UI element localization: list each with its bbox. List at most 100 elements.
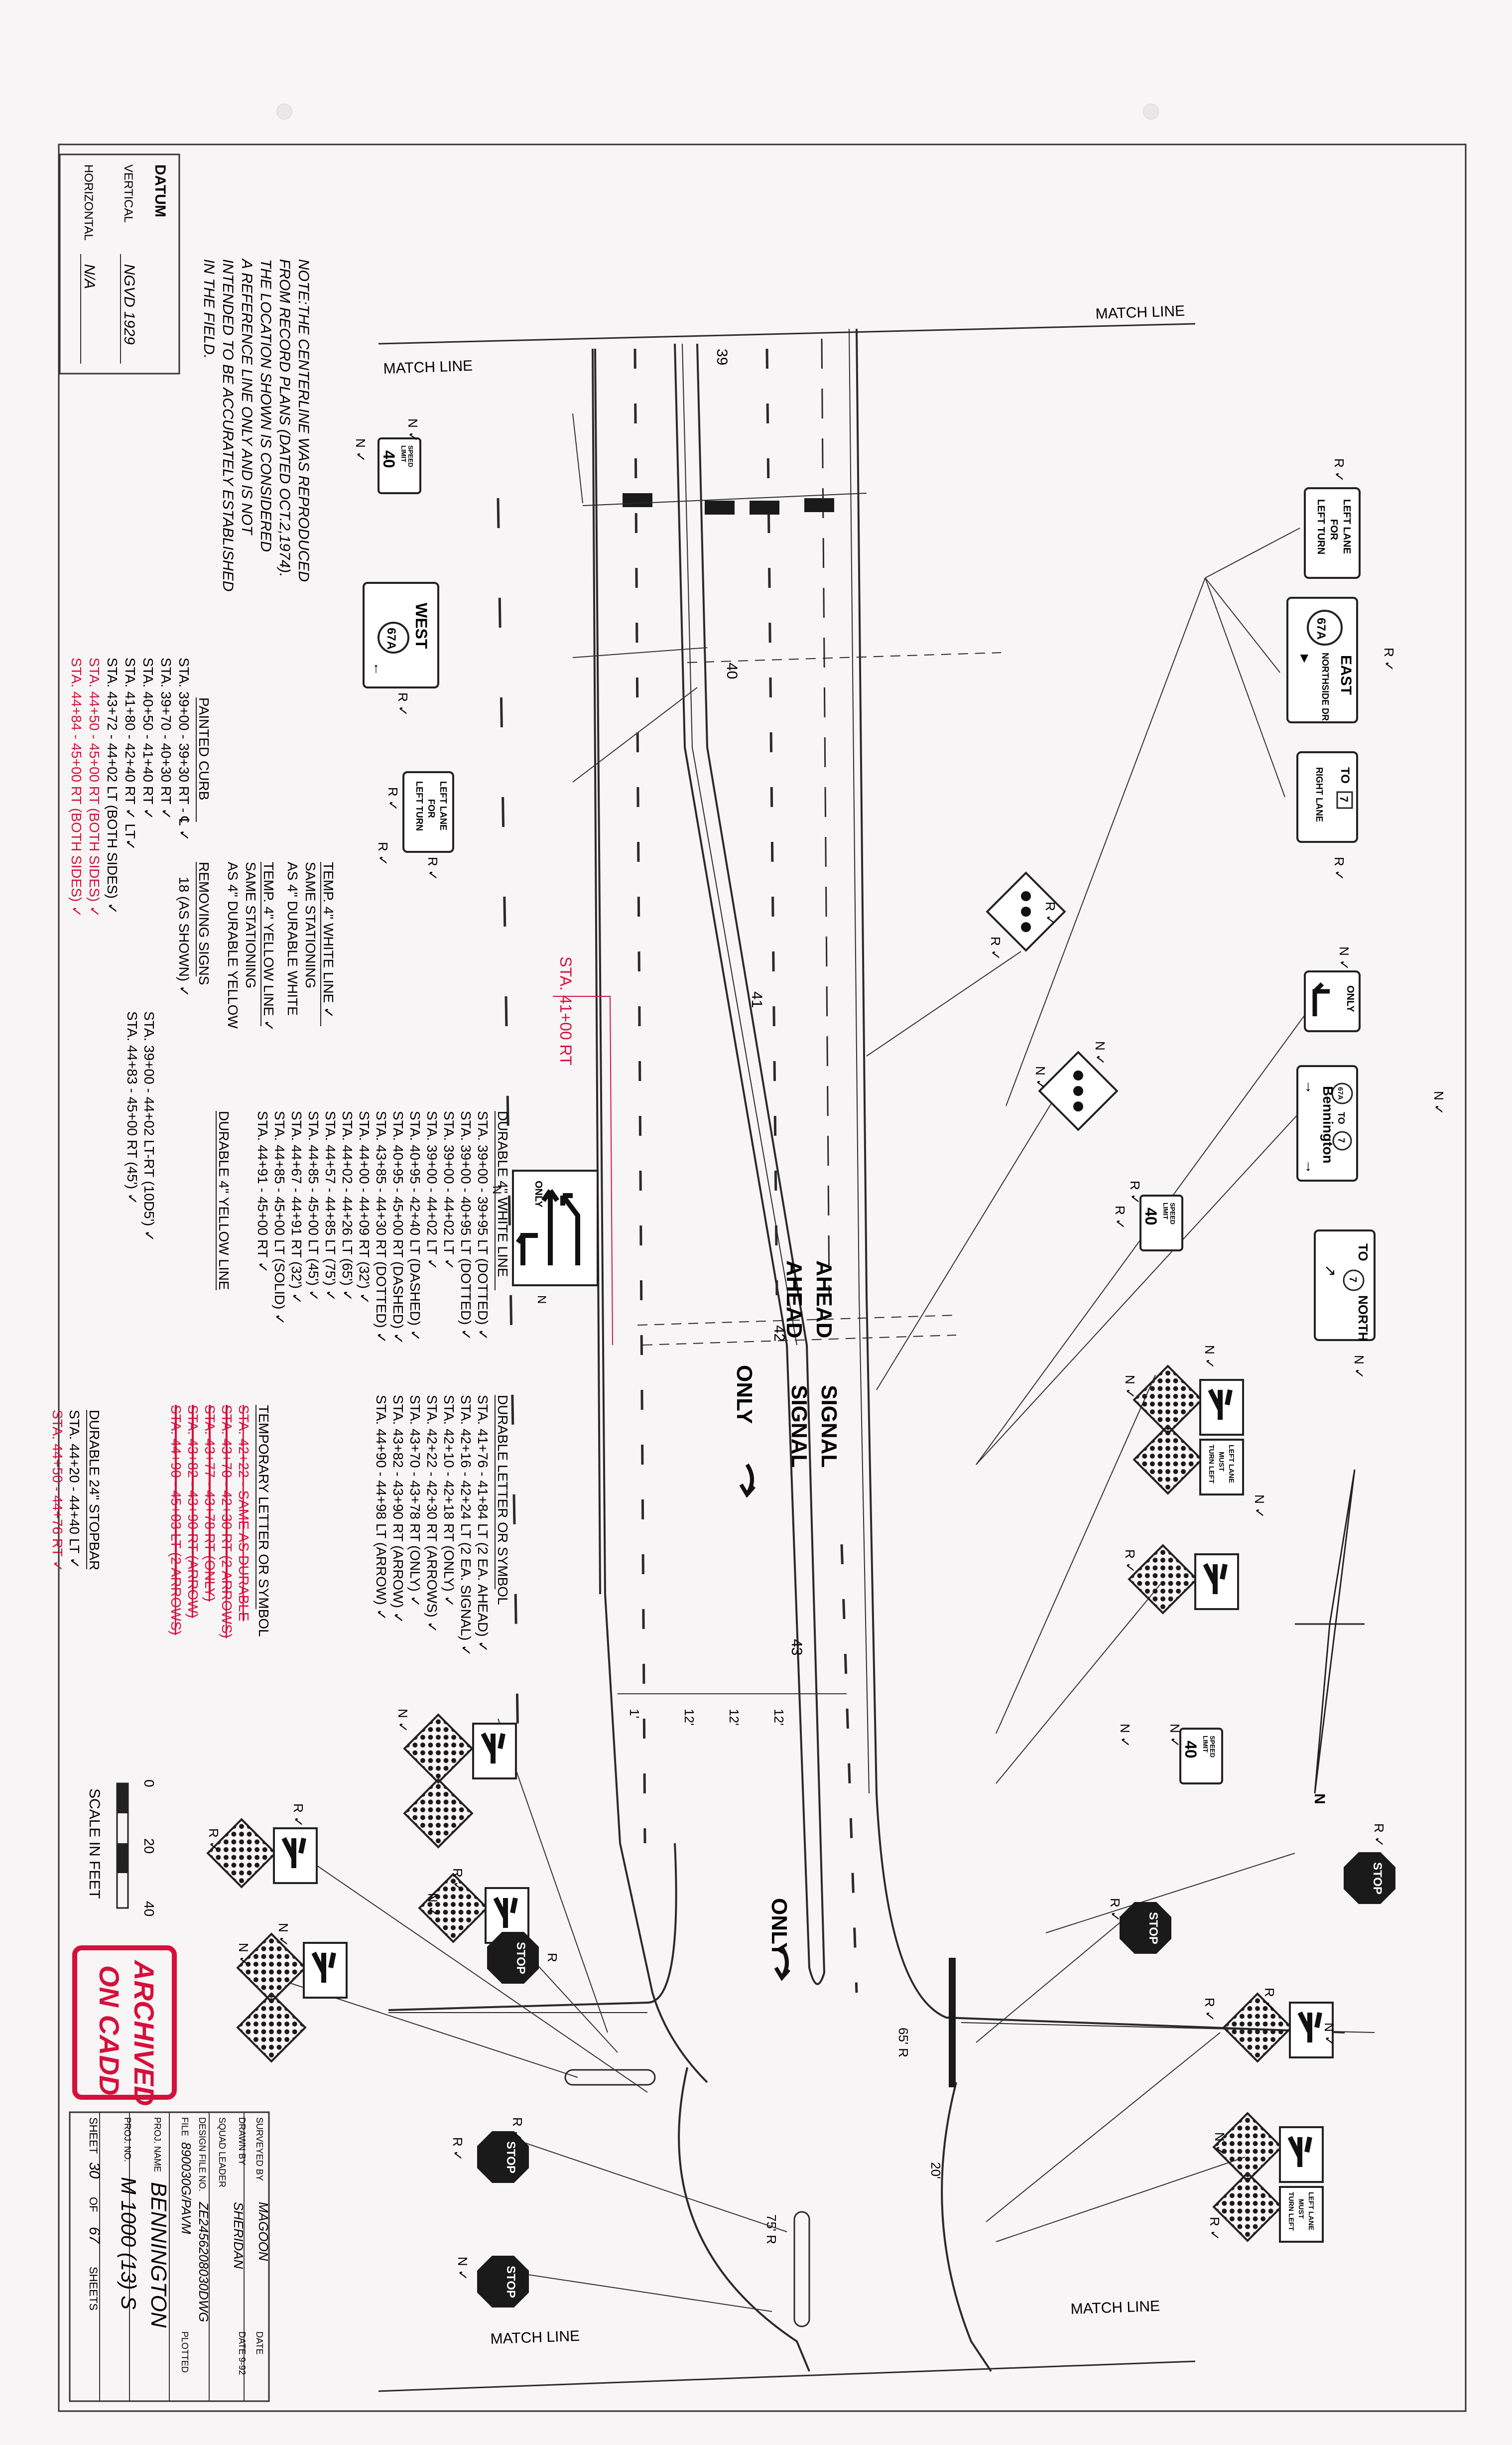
svg-text:STA. 42+22 - SAME AS DURABLE: STA. 42+22 - SAME AS DURABLE [236,1405,252,1621]
svg-text:R ✓: R ✓ [1108,1898,1123,1922]
roadway [378,323,1375,2392]
svg-text:SPEED: SPEED [1209,1736,1216,1758]
svg-text:R ✓: R ✓ [510,2117,525,2141]
svg-text:DRAWN BY: DRAWN BY [237,2117,247,2165]
svg-text:TURN LEFT: TURN LEFT [1208,1445,1216,1484]
signal-ahead-sign [986,871,1066,952]
svg-text:MAGOON: MAGOON [256,2202,271,2261]
svg-text:R ✓: R ✓ [376,842,390,866]
svg-text:N ✓: N ✓ [1352,1355,1367,1379]
route-shield-icon [1307,610,1343,646]
stop-sign: STOP [1120,1902,1171,1954]
svg-text:7: 7 [1336,1138,1346,1143]
arrow-down-icon: ▼ [1297,650,1311,666]
svg-text:TO: TO [1356,1243,1371,1261]
svg-text:DATE 9-92: DATE 9-92 [237,2331,247,2375]
sign-only-left: ONLY [1304,970,1361,1032]
svg-text:DURABLE LETTER OR SYMBOL: DURABLE LETTER OR SYMBOL [495,1395,510,1605]
svg-text:N ✓: N ✓ [1431,1091,1446,1115]
svg-text:STOP: STOP [504,2141,517,2173]
svg-text:STOP: STOP [504,2266,517,2298]
svg-text:N ✓: N ✓ [353,438,368,462]
pavement-ahead: AHEAD [812,1260,836,1338]
leader-lines [288,413,1315,2312]
sta-callout: STA. 41+00 RT [553,956,613,1346]
svg-text:40: 40 [1142,1208,1160,1225]
svg-text:R ✓: R ✓ [1043,902,1058,926]
svg-text:ZE2456208030DWG: ZE2456208030DWG [196,2201,211,2322]
datum-vertical-label: VERTICAL [122,164,135,223]
svg-text:R: R [545,1953,560,1962]
svg-text:R ✓: R ✓ [1382,648,1396,672]
svg-text:WEST: WEST [412,603,430,649]
lane-arrows-icon [1203,1563,1228,1594]
svg-text:N ✓: N ✓ [1212,2132,1227,2156]
stop-sign: STOP [487,1932,539,1984]
svg-text:NORTHSIDE DR.: NORTHSIDE DR. [1320,653,1330,723]
match-line-label: MATCH LINE [1095,303,1185,322]
svg-text:STA. 44+20 - 44+40 LT ✓: STA. 44+20 - 44+40 LT ✓ [67,1410,82,1569]
svg-text:STA. 40+95 - 45+00 RT (DASHED): STA. 40+95 - 45+00 RT (DASHED) ✓ [390,1111,406,1345]
svg-text:SHEET: SHEET [87,2117,100,2154]
pavement-arrow-icon [739,1463,756,1498]
sign-route-67a-east: 67A EAST NORTHSIDE DR. ▼ [1286,597,1358,723]
lane-control-cluster [206,1818,318,1889]
svg-text:40: 40 [1182,1741,1200,1759]
svg-text:STA. 44+00 - 44+09 RT (32') ✓: STA. 44+00 - 44+09 RT (32') ✓ [357,1111,372,1304]
pavement-only: ONLY [732,1365,756,1424]
svg-text:DURABLE 4" YELLOW LINE: DURABLE 4" YELLOW LINE [216,1111,232,1290]
pavement-only: ONLY [767,1898,791,1957]
svg-text:R ✓: R ✓ [1262,1988,1277,2012]
note-line: IN THE FIELD. [201,259,217,359]
svg-text:20: 20 [141,1838,157,1854]
svg-text:DESIGN FILE NO.: DESIGN FILE NO. [197,2117,207,2191]
svg-text:PAINTED CURB: PAINTED CURB [196,697,212,800]
svg-text:R ✓: R ✓ [206,1828,221,1852]
stop-sign: STOP [1344,1852,1395,1904]
svg-text:30: 30 [86,2162,103,2179]
lane-arrows-icon [1297,2011,1322,2042]
lane-control-cluster [1128,1544,1239,1615]
svg-text:R ✓: R ✓ [1123,1549,1137,1573]
svg-text:TO: TO [1336,1112,1346,1124]
svg-text:N ✓: N ✓ [425,1893,440,1917]
dim-label: 1' [627,1709,642,1718]
dim-label: 12' [682,1709,697,1726]
datum-horizontal-value: N/A [81,264,98,289]
svg-text:FOR: FOR [426,799,436,818]
sign-left-lane-for-left-turn: LEFT LANE FOR LEFT TURN [402,771,454,853]
svg-text:R ✓: R ✓ [450,1868,465,1892]
svg-text:STA. 39+00 - 40+95 LT (DOTTED): STA. 39+00 - 40+95 LT (DOTTED) ✓ [458,1111,474,1341]
lane-control-cluster: LEFT LANE MUST TURN LEFT [1212,2112,1324,2243]
svg-text:STA. 44+83 - 45+00 RT (45') ✓: STA. 44+83 - 45+00 RT (45') ✓ [125,1011,140,1205]
svg-text:TURN LEFT: TURN LEFT [1287,2192,1295,2231]
svg-text:R ✓: R ✓ [425,857,440,881]
svg-text:LEFT TURN: LEFT TURN [1315,499,1326,554]
lane-control-cluster [236,1932,348,2063]
svg-text:SQUAD LEADER: SQUAD LEADER [217,2117,227,2187]
svg-text:ONLY: ONLY [533,1181,544,1208]
station-label: 43 [788,1639,805,1655]
pavement-ahead: AHEAD [782,1260,806,1338]
svg-text:STA. 39+00 - 39+95 LT (DOTTED): STA. 39+00 - 39+95 LT (DOTTED) ✓ [475,1111,491,1341]
svg-text:REMOVING SIGNS: REMOVING SIGNS [196,862,212,985]
svg-text:PROJ. NAME: PROJ. NAME [152,2117,162,2172]
svg-text:N ✓: N ✓ [1337,947,1352,970]
svg-text:STA. 42+16 - 42+24 LT (2 EA. S: STA. 42+16 - 42+24 LT (2 EA. SIGNAL) ✓ [458,1395,474,1656]
svg-text:R ✓: R ✓ [1332,458,1347,482]
dim-label: 12' [771,1709,786,1726]
svg-text:R ✓: R ✓ [1207,2217,1222,2241]
svg-text:PROJ. NO.: PROJ. NO. [123,2117,132,2162]
svg-text:N ✓: N ✓ [1033,1066,1048,1090]
svg-text:STA. 42+22 - 42+30 RT (ARROWS): STA. 42+22 - 42+30 RT (ARROWS) ✓ [424,1395,440,1633]
svg-text:0: 0 [141,1779,157,1787]
datum-title: DATUM [152,164,168,217]
centerline-note: NOTE:THE CENTERLINE WAS REPRODUCED FROM … [201,258,312,591]
temp-line-notes: TEMP. 4" WHITE LINE ✓ SAME STATIONING AS… [176,862,336,1031]
svg-text:BENNINGTON: BENNINGTON [146,2182,171,2328]
sign-to-bennington: 67A TO 7 Bennington ↓ ↓ [1296,1065,1358,1182]
svg-text:40: 40 [380,450,398,468]
svg-text:SHEETS: SHEETS [87,2267,100,2310]
svg-text:DURABLE 4" WHITE LINE: DURABLE 4" WHITE LINE [495,1111,510,1277]
